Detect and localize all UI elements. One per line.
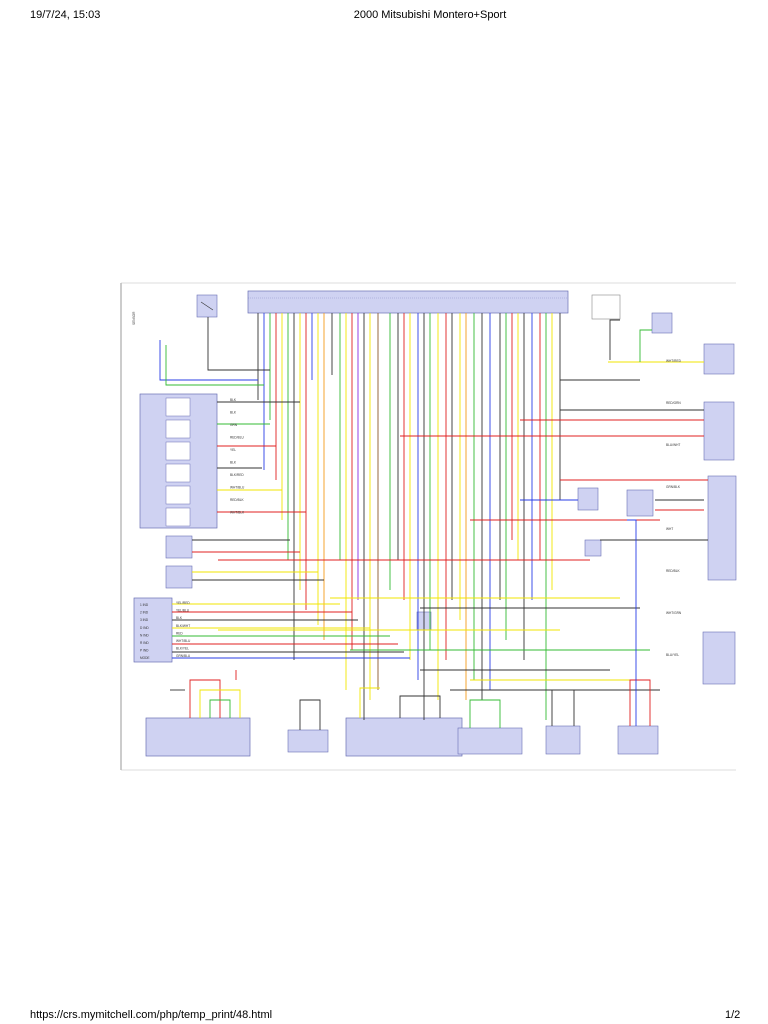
wire <box>469 699 501 728</box>
right-wire-label: WHT <box>666 527 673 531</box>
top-left-components: SENSOR <box>132 294 218 325</box>
page-url: https://crs.mymitchell.com/php/temp_prin… <box>30 1009 273 1021</box>
wire <box>551 689 575 726</box>
right-wire-labels: WHT/RED RED/GRN BLU/WHT GRN/BLK WHT RED/BLK WH… <box>666 359 682 657</box>
solenoid-wire-label: BLK <box>230 411 237 415</box>
solenoid-wire-label: WHT/BLK <box>230 511 245 515</box>
range-switch-position-label: 2 IND <box>140 611 149 615</box>
range-switch-wire-label: WHT/BLU <box>176 639 191 643</box>
right-wire-label: RED/BLK <box>666 569 681 573</box>
solenoid-wire-label: BLK <box>230 461 237 465</box>
page-number: 1/2 <box>725 1009 741 1021</box>
bottom-connectors <box>145 717 659 757</box>
wire <box>189 679 221 718</box>
top-right-components <box>416 294 737 685</box>
wire <box>629 679 651 726</box>
range-switch-position-label: N IND <box>140 633 149 637</box>
range-switch-wire-label: BLK <box>176 616 183 620</box>
range-switch-wire-label: BLK/YEL <box>176 647 189 651</box>
solenoid-wire-label: BLK <box>230 398 237 402</box>
range-switch-position-label: D IND <box>140 626 149 630</box>
range-switch-position-label: 1 IND <box>140 603 149 607</box>
wire <box>165 345 264 386</box>
wire <box>627 519 637 726</box>
range-switch <box>133 597 173 663</box>
wire <box>609 319 620 360</box>
range-switch-position-label: P IND <box>140 649 149 653</box>
right-wire-label: BLU/WHT <box>666 443 680 447</box>
wire <box>639 329 652 362</box>
range-switch-wire-label: BLK/WHT <box>176 624 190 628</box>
page-title: 2000 Mitsubishi Montero+Sport <box>353 9 507 21</box>
range-switch-position-label: R IND <box>140 641 149 645</box>
diagram-frame <box>120 282 736 771</box>
range-switch-position-label: MODE <box>140 656 150 660</box>
range-switch-wire-label: GRN/BLU <box>176 654 191 658</box>
right-wire-label: GRN/BLK <box>666 485 681 489</box>
range-switch-position-label: 3 IND <box>140 618 149 622</box>
solenoid-wire-label: GRN <box>230 423 238 427</box>
range-switch-labels: 1 IND 2 IND 3 IND D IND N IND R IND P IND MODE Y… <box>140 601 191 660</box>
range-switch-wire-label: YEL/RED <box>176 601 190 605</box>
wire <box>199 689 241 718</box>
wire <box>359 687 380 718</box>
solenoid-wire-label: WHT/BLU <box>230 486 245 490</box>
range-switch-wire-label: YEL/BLU <box>176 609 190 613</box>
right-wire-label: RED/GRN <box>666 401 681 405</box>
wire-set <box>159 313 708 730</box>
solenoid-block <box>139 393 218 529</box>
right-wire-label: WHT/RED <box>666 359 682 363</box>
pcm-connector <box>247 290 569 314</box>
right-wire-label: BLU/YEL <box>666 653 679 657</box>
range-switch-wire-label: RED <box>176 631 183 635</box>
solenoid-wire-label: YEL <box>230 448 236 452</box>
print-datetime: 19/7/24, 15:03 <box>30 9 101 21</box>
wire <box>209 699 231 718</box>
sensor-blocks <box>165 535 193 589</box>
solenoid-wire-label: BLK/RED <box>230 473 244 477</box>
wire <box>207 317 270 371</box>
wire <box>159 340 258 381</box>
solenoid-wire-label: RED/BLK <box>230 498 245 502</box>
solenoid-wire-label: RED/BLU <box>230 436 245 440</box>
solenoid-wire-labels: BLK BLK GRN RED/BLU YEL BLK BLK/RED WHT/BLU RED/… <box>230 398 245 515</box>
wire <box>299 699 321 730</box>
wire <box>399 695 441 718</box>
right-wire-label: WHT/GRN <box>666 611 682 615</box>
svg-text:SENSOR: SENSOR <box>132 311 136 325</box>
